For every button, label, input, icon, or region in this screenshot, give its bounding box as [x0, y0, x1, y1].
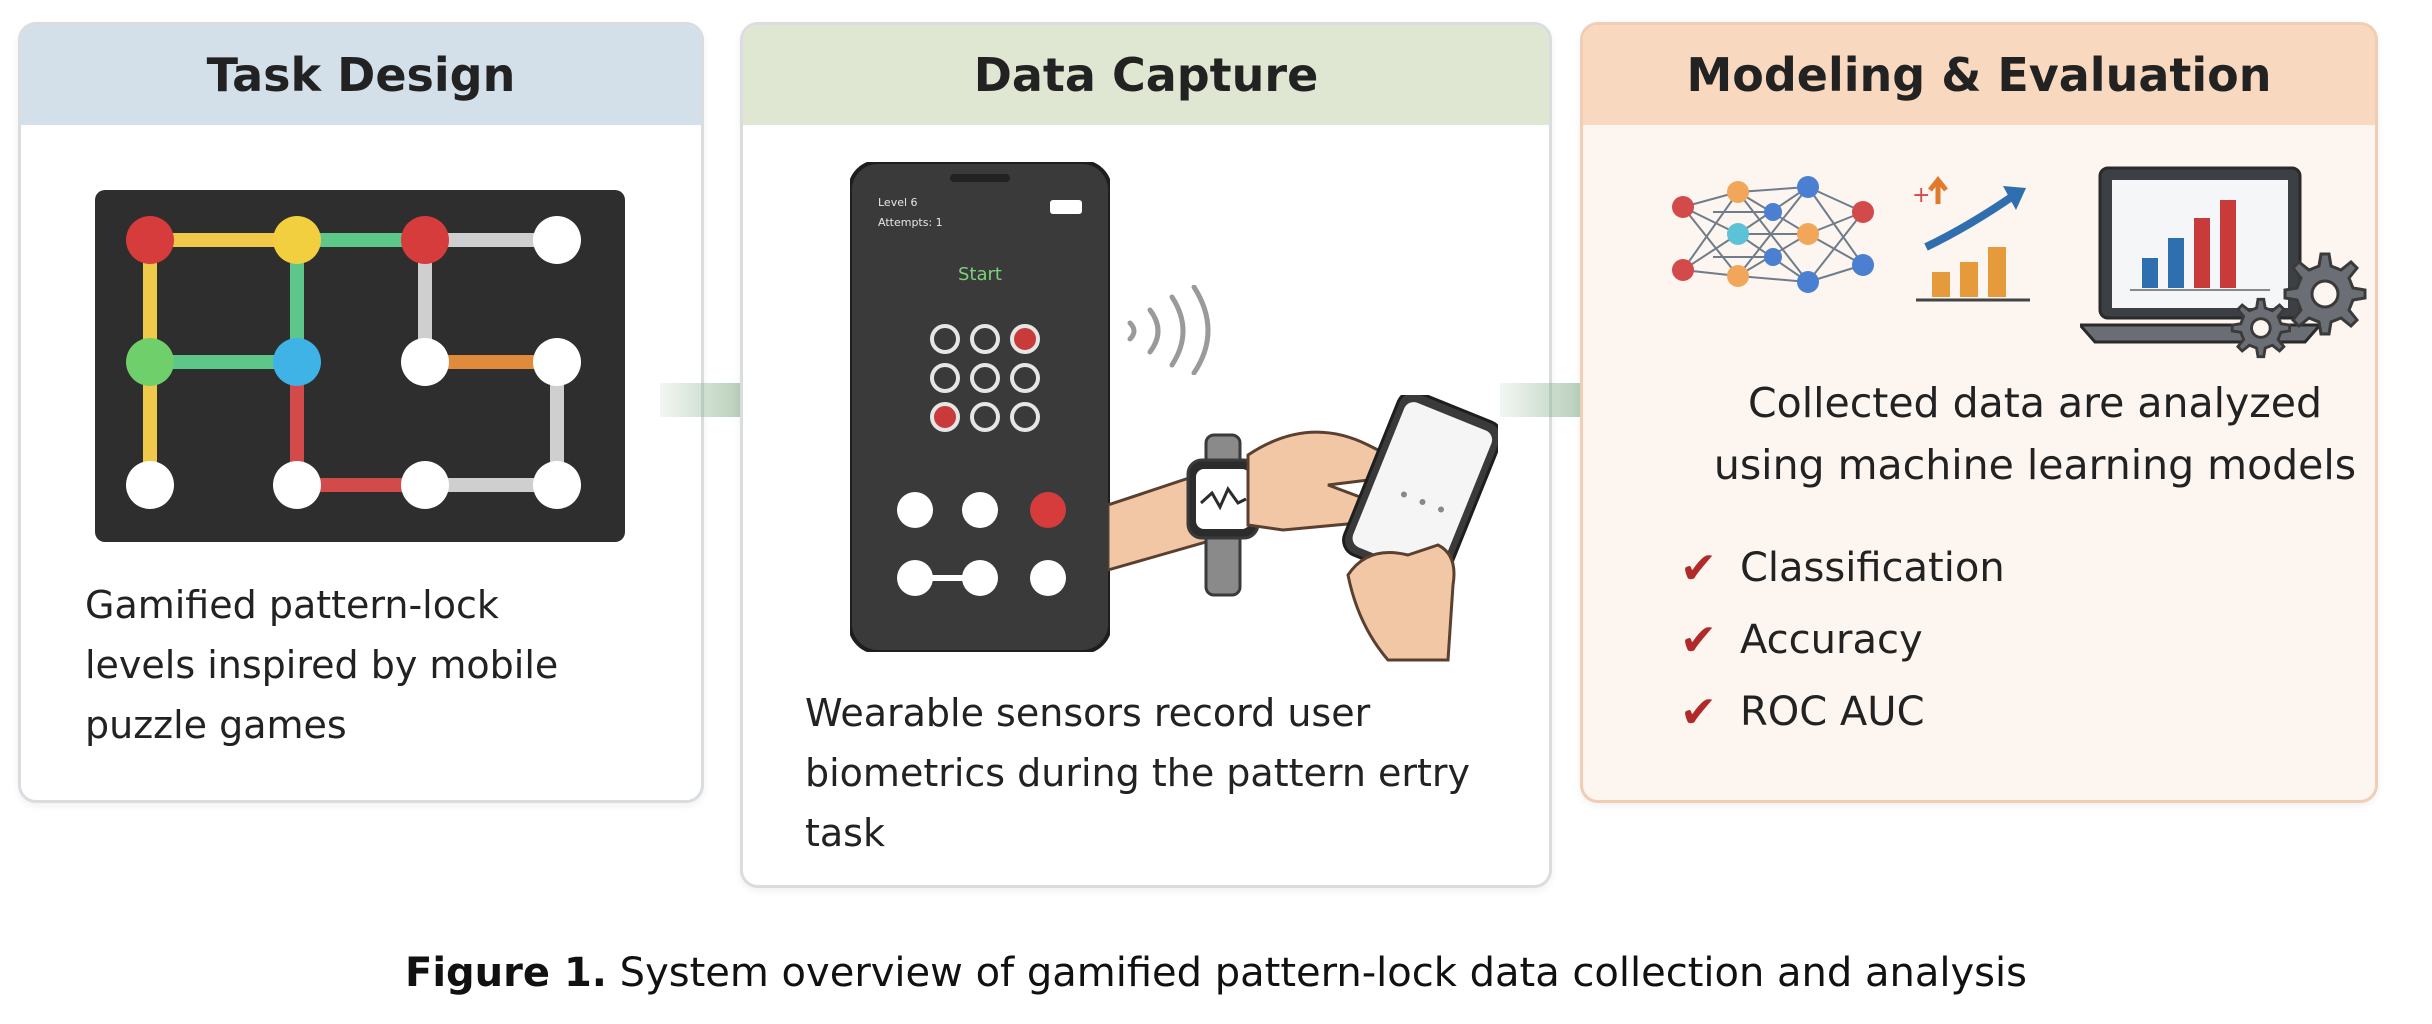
caption-line: levels inspired by mobile	[85, 643, 559, 687]
growth-chart-icon: +	[1912, 175, 2030, 302]
check-icon: ✔	[1680, 614, 1717, 666]
signal-waves-icon	[1127, 285, 1211, 375]
caption-line: using machine learning models	[1713, 441, 2357, 489]
caption-line: Wearable sensors record user	[805, 691, 1371, 735]
modeling-panel: Modeling & Evaluation	[1580, 22, 2378, 803]
phone-icon: Level 6 Attempts: 1 Start	[850, 162, 1110, 652]
check-item-label: ROC AUC	[1740, 689, 1925, 735]
check-item-label: Accuracy	[1740, 617, 1923, 663]
check-icon: ✔	[1680, 542, 1717, 594]
phone-start-label: Start	[958, 264, 1002, 285]
caption-line: puzzle games	[85, 703, 347, 747]
gear-icon	[2230, 297, 2291, 359]
modeling-title: Modeling & Evaluation	[1583, 25, 2375, 125]
svg-text:+: +	[1912, 183, 1930, 208]
task-design-caption: Gamified pattern-lock levels inspired by…	[85, 575, 558, 755]
caption-line: Collected data are analyzed	[1748, 379, 2322, 427]
pattern-grid-icon	[95, 190, 625, 542]
caption-line: task	[805, 811, 885, 855]
caption-line: biometrics during the pattern ertry	[805, 751, 1470, 795]
neural-network-icon	[1672, 176, 1874, 293]
hand-icon	[1108, 395, 1498, 662]
phone-level-text: Level 6	[878, 196, 918, 209]
check-item: ✔ Classification	[1680, 532, 2005, 604]
modeling-caption: Collected data are analyzed using machin…	[1695, 372, 2375, 496]
gear-icon	[2283, 252, 2367, 336]
figure-caption: Figure 1. System overview of gamified pa…	[0, 950, 2432, 996]
check-icon: ✔	[1680, 686, 1717, 738]
metrics-checklist: ✔ Classification ✔ Accuracy ✔ ROC AUC	[1680, 532, 2005, 748]
data-capture-caption: Wearable sensors record user biometrics …	[805, 683, 1470, 863]
figure-caption-text: System overview of gamified pattern-lock…	[606, 950, 2027, 996]
data-capture-title: Data Capture	[743, 25, 1549, 125]
check-item-label: Classification	[1740, 545, 2005, 591]
figure-label: Figure 1.	[405, 950, 607, 996]
check-item: ✔ Accuracy	[1680, 604, 2005, 676]
caption-line: Gamified pattern-lock	[85, 583, 499, 627]
task-design-title: Task Design	[21, 25, 701, 125]
phone-attempts-text: Attempts: 1	[878, 216, 943, 229]
check-item: ✔ ROC AUC	[1680, 676, 2005, 748]
